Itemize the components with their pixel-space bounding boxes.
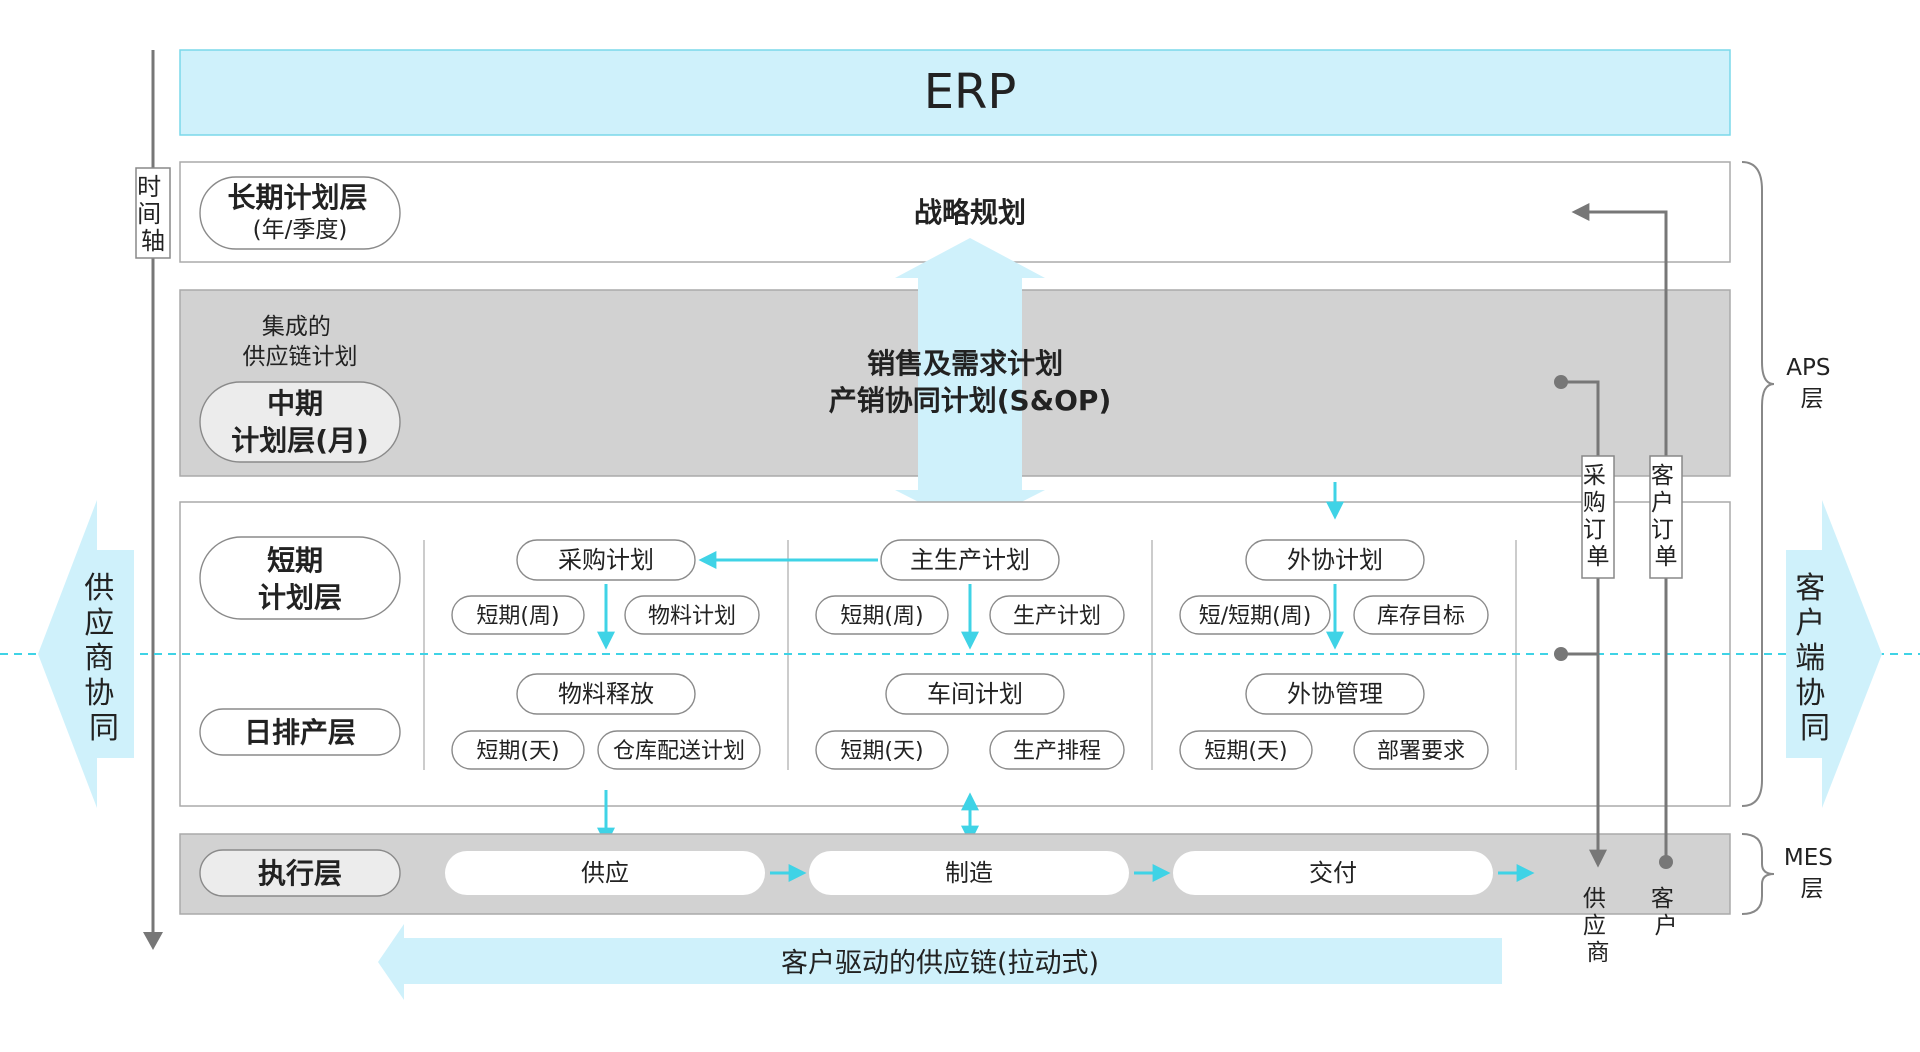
sop-title: 销售及需求计划 产销协同计划(S&OP) — [829, 347, 1112, 417]
mid-term-label-pill — [199, 381, 401, 463]
short-term-label-pill — [199, 536, 401, 620]
svg-text:短期(周): 短期(周) — [840, 604, 923, 629]
svg-text:物料计划: 物料计划 — [648, 604, 736, 629]
svg-text:仓库配送计划: 仓库配送计划 — [613, 739, 745, 764]
workshop-plan: 车间计划 — [927, 680, 1023, 708]
svg-text:交付: 交付 — [1309, 859, 1357, 887]
aps-brace: APS 层 — [1741, 161, 1838, 807]
execution-label: 执行层 — [258, 857, 342, 890]
svg-text:短期(天): 短期(天) — [840, 739, 923, 764]
outsourcing-plan: 外协计划 — [1287, 546, 1383, 574]
svg-text:短期(周): 短期(周) — [476, 604, 559, 629]
column-outsourcing: 外协计划 短/短期(周) 库存目标 外协管理 短期(天) 部署要求 — [1179, 539, 1489, 770]
column-master-production: 主生产计划 短期(周) 生产计划 车间计划 短期(天) 生产排程 — [815, 539, 1125, 770]
procurement-plan: 采购计划 — [558, 546, 654, 574]
supplier-label: 供 应 商 — [1583, 886, 1613, 966]
exec-step-manufacture — [809, 851, 1129, 895]
supplier-collab-arrow — [38, 500, 134, 808]
customer-collab-arrow — [1786, 500, 1882, 808]
time-axis: 时 间 轴 — [135, 50, 171, 950]
material-release: 物料释放 — [558, 680, 654, 708]
purchase-order-flow: 采 购 订 单 — [1554, 375, 1615, 868]
integrated-plan-note: 集成的 供应链计划 — [243, 314, 358, 370]
daily-layer-pill — [199, 708, 401, 756]
exec-step-supply — [445, 851, 765, 895]
svg-text:部署要求: 部署要求 — [1377, 739, 1465, 764]
svg-text:短期(天): 短期(天) — [476, 739, 559, 764]
customer-order-flow: 客 户 订 单 — [1571, 203, 1683, 869]
long-term-label: 长期计划层 (年/季度) — [227, 181, 372, 243]
short-term-label: 短期 计划层 — [258, 544, 342, 614]
svg-text:APS 层: APS 层 — [1786, 355, 1838, 412]
erp-title: ERP — [924, 64, 1017, 120]
column-procurement: 采购计划 短期(周) 物料计划 物料释放 短期(天) 仓库配送计划 — [451, 539, 761, 770]
customer-collab-label: 客 户 端 协 同 — [1795, 571, 1835, 746]
strategic-planning-title: 战略规划 — [914, 196, 1026, 229]
supplier-collab-label: 供 应 商 协 同 — [84, 571, 124, 746]
svg-text:生产计划: 生产计划 — [1013, 604, 1101, 629]
svg-text:库存目标: 库存目标 — [1377, 604, 1465, 629]
execution-label-pill — [199, 849, 401, 897]
daily-layer-label: 日排产层 — [244, 716, 356, 749]
mes-brace: MES 层 — [1741, 833, 1840, 915]
customer-order-label: 客 户 订 单 — [1651, 463, 1681, 570]
customer-label: 客 户 — [1651, 886, 1681, 939]
exec-step-deliver — [1173, 851, 1493, 895]
erp-bar — [179, 49, 1731, 136]
strategy-bidirectional-arrow — [895, 238, 1045, 528]
svg-text:短/短期(周): 短/短期(周) — [1199, 604, 1312, 629]
pull-chain-label: 客户驱动的供应链(拉动式) — [781, 948, 1099, 979]
pull-chain-arrow — [378, 924, 1502, 1000]
long-term-label-pill — [199, 176, 401, 250]
svg-text:生产排程: 生产排程 — [1013, 739, 1101, 764]
time-axis-label: 时 间 轴 — [137, 173, 169, 255]
purchase-order-label: 采 购 订 单 — [1583, 463, 1613, 570]
svg-text:制造: 制造 — [945, 859, 993, 887]
master-production-plan: 主生产计划 — [910, 546, 1030, 574]
mid-term-label: 中期 计划层(月) — [231, 387, 369, 457]
svg-text:短期(天): 短期(天) — [1204, 739, 1287, 764]
outsourcing-management: 外协管理 — [1287, 680, 1383, 708]
svg-text:MES 层: MES 层 — [1784, 845, 1840, 902]
svg-text:供应: 供应 — [581, 859, 629, 887]
